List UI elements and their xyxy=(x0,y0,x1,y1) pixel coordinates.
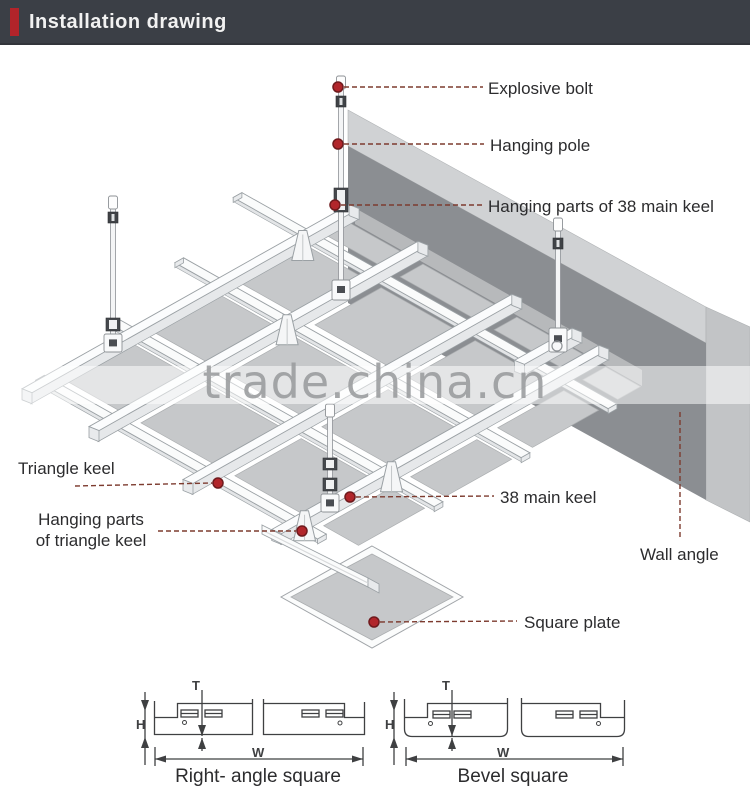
label-hanging-pole: Hanging pole xyxy=(490,136,591,155)
label-wall-angle: Wall angle xyxy=(640,545,719,564)
bevel-square-profile xyxy=(390,690,626,766)
label-triangle-keel: Triangle keel xyxy=(18,459,115,478)
plate-face xyxy=(290,553,454,641)
page-title: Installation drawing xyxy=(29,11,227,33)
label-square-plate: Square plate xyxy=(524,613,621,632)
leader-dot xyxy=(296,525,308,537)
hanging-part-of-triangle-keel xyxy=(291,230,315,261)
caption-right-angle-square: Right- angle square xyxy=(175,766,341,787)
leader-dot xyxy=(212,477,224,489)
plate-keel-segment xyxy=(261,524,380,594)
label-hanging-parts-triangle-line1: Hanging parts xyxy=(38,510,144,529)
leader-lines xyxy=(74,86,681,623)
explosive-bolt-head xyxy=(553,217,563,232)
hanging-pole-left xyxy=(103,195,123,353)
hanging-part-of-triangle-keel xyxy=(379,461,404,493)
label-hanging-parts-triangle-keel: Hanging parts of triangle keel xyxy=(25,509,157,551)
dim-t-right: T xyxy=(442,678,450,693)
explosive-bolt-head xyxy=(108,195,118,210)
dim-h-left: H xyxy=(136,717,146,732)
dim-w-left: W xyxy=(252,745,265,760)
explosive-bolt-head xyxy=(325,403,335,418)
label-hanging-parts-triangle-line2: of triangle keel xyxy=(35,531,147,550)
ceiling-panel xyxy=(322,488,426,546)
triangle-keel xyxy=(232,191,618,415)
square-plate xyxy=(261,524,465,649)
profile-diagrams xyxy=(141,690,626,766)
label-38-main-keel: 38 main keel xyxy=(500,488,597,507)
watermark-text: trade.china.cn xyxy=(202,355,548,409)
leader-dots xyxy=(212,81,380,628)
dim-w-right: W xyxy=(497,745,510,760)
leader-dot xyxy=(332,81,344,93)
wall-end-face xyxy=(705,306,750,523)
section-header-bar: Installation drawing xyxy=(0,0,750,45)
label-hanging-parts-38-main-keel: Hanging parts of 38 main keel xyxy=(488,197,714,216)
dim-h-right: H xyxy=(385,717,395,732)
hanging-pole-right xyxy=(548,217,568,353)
leader-dot xyxy=(368,616,380,628)
right-angle-square-profile xyxy=(141,690,366,766)
label-explosive-bolt: Explosive bolt xyxy=(488,79,593,98)
leader-line xyxy=(379,620,518,623)
leader-dot xyxy=(344,491,356,503)
hanging-pole-center xyxy=(320,403,340,513)
dim-t-left: T xyxy=(192,678,200,693)
hanging-part-of-triangle-keel xyxy=(275,314,299,346)
red-accent-bar xyxy=(10,8,19,36)
leader-dot xyxy=(332,138,344,150)
leader-line xyxy=(355,495,495,498)
caption-bevel-square: Bevel square xyxy=(457,766,569,787)
triangle-keel-hangers xyxy=(275,230,404,542)
leader-dot xyxy=(329,199,341,211)
leader-line xyxy=(74,482,213,487)
watermark-band xyxy=(0,366,750,404)
